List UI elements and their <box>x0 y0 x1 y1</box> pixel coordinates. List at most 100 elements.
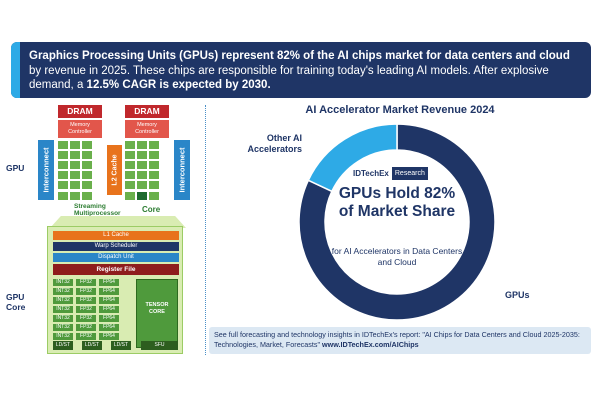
sm-cell <box>125 181 135 189</box>
alu-unit-int32: INT32 <box>53 297 73 304</box>
sm-cell <box>137 141 147 149</box>
alu-unit-fp64: FP64 <box>99 288 119 295</box>
interconnect-left: Interconnect <box>38 140 54 200</box>
footer-note: See full forecasting and technology insi… <box>209 327 591 354</box>
alu-unit-int32: INT32 <box>53 279 73 286</box>
dram-block-left: DRAM <box>58 105 102 118</box>
alu-unit-int32: INT32 <box>53 324 73 331</box>
slice-label-other-ai-accelerators: Other AI Accelerators <box>247 133 302 154</box>
l2-cache-label: L2 Cache <box>111 154 118 186</box>
warp-scheduler-bar: Warp Scheduler <box>53 242 179 251</box>
sm-cell <box>58 181 68 189</box>
sm-cell <box>137 181 147 189</box>
banner-text-bold-1: Graphics Processing Units (GPUs) represe… <box>29 50 570 62</box>
alu-unit-fp64: FP64 <box>99 333 119 340</box>
sm-cell <box>58 141 68 149</box>
donut-slice-gpus <box>298 123 496 321</box>
dram-block-right: DRAM <box>125 105 169 118</box>
sm-cell <box>82 141 92 149</box>
alu-unit-fp64: FP64 <box>99 315 119 322</box>
sm-cell <box>125 171 135 179</box>
header-banner: Graphics Processing Units (GPUs) represe… <box>11 42 591 98</box>
sm-cell <box>58 151 68 159</box>
alu-unit-fp64: FP64 <box>99 324 119 331</box>
sm-cell <box>82 151 92 159</box>
l2-cache: L2 Cache <box>107 145 122 195</box>
sm-cell <box>125 141 135 149</box>
core-cell-highlight <box>137 192 147 200</box>
alu-unit-fp64: FP64 <box>99 279 119 286</box>
sm-cell <box>149 181 159 189</box>
interconnect-left-label: Interconnect <box>41 147 51 193</box>
alu-unit-fp32: FP32 <box>76 315 96 322</box>
banner-accent-bar <box>11 42 20 98</box>
sm-cell <box>125 161 135 169</box>
sm-cell <box>137 171 147 179</box>
sm-cell <box>70 141 80 149</box>
alu-unit-fp32: FP32 <box>76 297 96 304</box>
dispatch-unit-bar: Dispatch Unit <box>53 253 179 262</box>
sm-grid-right-2 <box>125 192 159 200</box>
center-headline: GPUs Hold 82% of Market Share <box>338 185 456 220</box>
alu-unit-fp32: FP32 <box>76 324 96 331</box>
core-callout: Core <box>142 205 161 214</box>
zoom-funnel <box>50 216 186 228</box>
sm-cell <box>125 151 135 159</box>
ldst-unit-2: LD/ST <box>82 341 102 350</box>
sm-cell <box>82 161 92 169</box>
sm-cell <box>70 192 80 200</box>
sm-cell <box>149 161 159 169</box>
alu-unit-fp32: FP32 <box>76 333 96 340</box>
footer-text: See full forecasting and technology insi… <box>214 330 580 349</box>
alu-unit-int32: INT32 <box>53 306 73 313</box>
sm-cell <box>137 151 147 159</box>
gpu-core-label: GPU Core <box>6 292 26 312</box>
alu-unit-int32: INT32 <box>53 333 73 340</box>
alu-unit-fp32: FP32 <box>76 279 96 286</box>
donut-slices <box>298 123 496 321</box>
sm-cell <box>70 171 80 179</box>
sm-cell <box>58 161 68 169</box>
banner-text: Graphics Processing Units (GPUs) represe… <box>29 49 585 93</box>
ldst-unit-1: LD/ST <box>53 341 73 350</box>
sm-cell <box>70 181 80 189</box>
donut-slice-other-ai-accelerators <box>307 123 398 193</box>
banner-text-regular: by revenue in 2025. These chips are resp… <box>29 64 549 92</box>
sm-grid-right-1 <box>125 141 159 189</box>
alu-unit-fp64: FP64 <box>99 297 119 304</box>
sm-cell <box>149 192 159 200</box>
l1-cache-bar: L1 Cache <box>53 231 179 240</box>
sm-cell <box>58 192 68 200</box>
sm-cell <box>58 171 68 179</box>
sm-grid-left-2 <box>58 192 92 200</box>
sm-cell <box>82 181 92 189</box>
sm-cell <box>70 151 80 159</box>
sm-cell <box>149 141 159 149</box>
alu-unit-fp64: FP64 <box>99 306 119 313</box>
banner-text-bold-2: 12.5% CAGR is expected by 2030. <box>86 79 271 91</box>
interconnect-right-label: Interconnect <box>177 147 187 193</box>
slice-label-gpus: GPUs <box>505 290 530 300</box>
memory-controller-left: Memory Controller <box>58 120 102 138</box>
sm-cell <box>70 161 80 169</box>
streaming-multiprocessor-callout: Streaming Multiprocessor <box>74 203 121 217</box>
alu-unit-fp32: FP32 <box>76 306 96 313</box>
sm-cell <box>82 171 92 179</box>
brand-name: IDTechEx <box>353 169 389 178</box>
donut-chart <box>298 123 496 321</box>
sm-cell <box>137 161 147 169</box>
sm-cell <box>125 192 135 200</box>
sm-cell <box>149 171 159 179</box>
ldst-unit-3: LD/ST <box>111 341 131 350</box>
alu-unit-int32: INT32 <box>53 315 73 322</box>
alu-unit-fp32: FP32 <box>76 288 96 295</box>
footer-link[interactable]: www.IDTechEx.com/AIChips <box>322 340 419 349</box>
sm-grid-left-1 <box>58 141 92 189</box>
register-file-bar: Register File <box>53 264 179 275</box>
gpu-label: GPU <box>6 163 25 173</box>
brand-tag: Research <box>391 167 428 180</box>
center-subline: for AI Accelerators in Data Centers and … <box>331 246 463 267</box>
section-divider <box>205 105 206 355</box>
gpu-core-block: L1 Cache Warp Scheduler Dispatch Unit Re… <box>47 226 183 354</box>
